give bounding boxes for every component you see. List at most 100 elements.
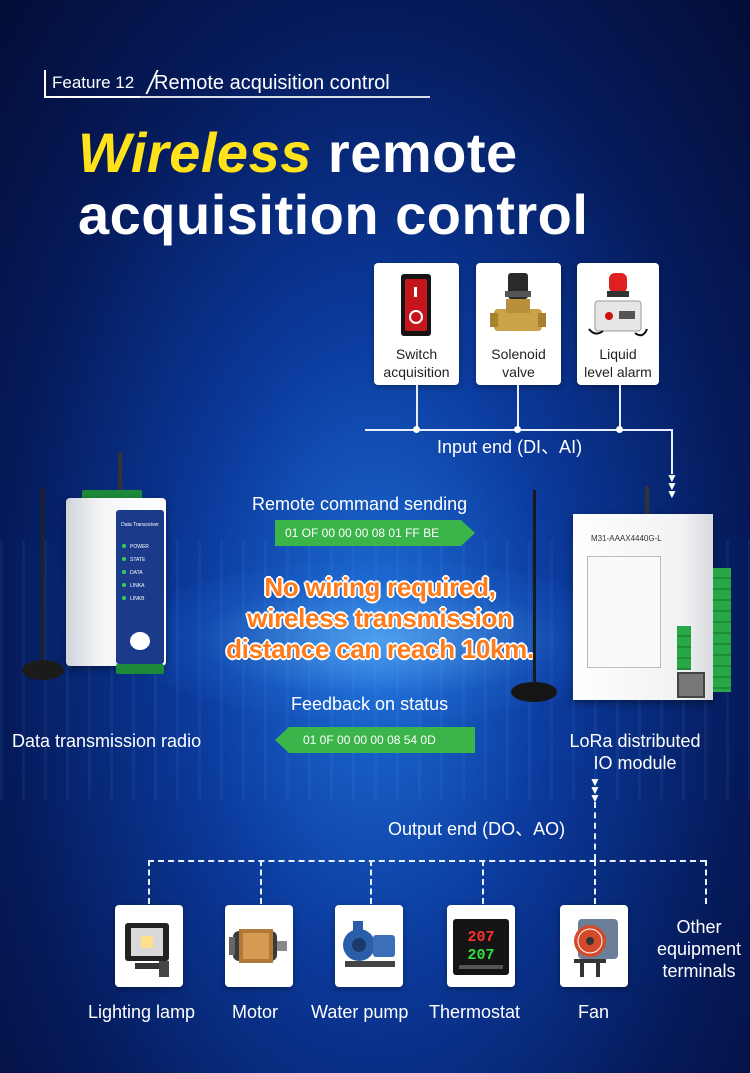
thermostat-display-top: 207 xyxy=(467,929,494,946)
input-card-label-2: valve xyxy=(502,364,535,380)
output-label-thermostat: Thermostat xyxy=(429,1002,521,1022)
output-label-fan: Fan xyxy=(578,1002,610,1022)
output-label-pump: Water pump xyxy=(311,1002,409,1022)
radio-leds: POWER STATE DATA LINKA LINKB xyxy=(122,544,149,609)
output-drop-line xyxy=(260,860,262,904)
io-caption-line: LoRa distributed xyxy=(569,731,701,751)
flood-lamp-icon xyxy=(125,923,169,977)
output-drop-line xyxy=(148,860,150,904)
output-trunk-line xyxy=(594,802,596,860)
other-terminals-label: Other equipment terminals xyxy=(648,916,750,982)
output-card-thermostat: 207 207 xyxy=(447,905,515,987)
led-label: POWER xyxy=(130,544,149,550)
radio-device-name: Data Transceiver xyxy=(121,522,159,528)
headline-line-1: Wireless remote xyxy=(78,122,588,184)
radio-panel: Data Transceiver POWER STATE DATA LINKA … xyxy=(116,510,164,664)
junction-dot xyxy=(616,426,623,433)
input-drop-line xyxy=(619,385,621,430)
terminal-block xyxy=(677,626,691,670)
led-indicator: DATA xyxy=(122,570,149,583)
input-card-label-2: level alarm xyxy=(584,364,652,380)
antenna-icon xyxy=(533,490,536,690)
antenna-base xyxy=(22,660,64,680)
liquid-level-alarm-icon xyxy=(588,273,648,337)
led-indicator: LINKA xyxy=(122,583,149,596)
input-to-module-line xyxy=(671,429,673,474)
output-card-motor xyxy=(225,905,293,987)
led-indicator: STATE xyxy=(122,557,149,570)
feature-number: Feature 12 xyxy=(44,70,141,98)
command-label: Remote command sending xyxy=(252,494,468,514)
output-label-lamp: Lighting lamp xyxy=(88,1002,196,1022)
output-card-fan xyxy=(560,905,628,987)
output-drop-line xyxy=(705,860,707,904)
din-rail-clip xyxy=(116,664,164,674)
antenna-icon xyxy=(41,488,44,668)
ethernet-port-icon xyxy=(677,672,705,698)
solenoid-valve-icon xyxy=(490,273,546,331)
input-card-switch: Switch acquisition xyxy=(374,263,459,385)
headline-rest: remote xyxy=(327,121,518,184)
other-line: Other xyxy=(676,917,722,937)
headline-accent: Wireless xyxy=(78,121,312,184)
input-card-label-1: Switch xyxy=(395,346,438,362)
led-label: LINKA xyxy=(130,583,145,589)
feature-tag: Feature 12 Remote acquisition control xyxy=(44,66,430,100)
output-drop-line xyxy=(594,860,596,904)
led-label: DATA xyxy=(130,570,143,576)
output-end-label: Output end (DO、AO) xyxy=(388,819,566,839)
io-module-diagram xyxy=(587,556,661,668)
output-drop-line xyxy=(482,860,484,904)
water-pump-icon xyxy=(343,921,395,967)
robot-logo-icon xyxy=(130,632,150,650)
input-end-label: Input end (DI、AI) xyxy=(437,437,583,457)
message-line: No wiring required, xyxy=(264,572,496,602)
io-module-caption: LoRa distributed IO module xyxy=(555,730,715,774)
arrow-left-icon xyxy=(275,727,475,753)
headline-line-2: acquisition control xyxy=(78,183,589,246)
io-module: M31-AAAX4440G-L xyxy=(505,480,745,720)
io-module-model: M31-AAAX4440G-L xyxy=(591,534,662,543)
wireless-message: No wiring required, wireless transmissio… xyxy=(180,572,580,665)
io-caption-line: IO module xyxy=(593,753,677,773)
led-indicator: POWER xyxy=(122,544,149,557)
led-label: STATE xyxy=(130,557,146,563)
radio-caption: Data transmission radio xyxy=(12,731,202,751)
message-line: distance can reach 10km. xyxy=(226,634,534,664)
output-drop-line xyxy=(370,860,372,904)
headline: Wireless remote acquisition control xyxy=(78,122,588,246)
output-card-lamp xyxy=(115,905,183,987)
arrow-right-icon xyxy=(275,520,475,546)
thermostat-display-bottom: 207 xyxy=(467,947,494,964)
io-module-body: M31-AAAX4440G-L xyxy=(573,514,713,700)
motor-icon xyxy=(229,929,287,963)
input-card-alarm: Liquid level alarm xyxy=(577,263,659,385)
feedback-arrow: 01 0F 00 00 00 08 54 0D xyxy=(275,727,475,753)
junction-dot xyxy=(413,426,420,433)
rocker-switch-icon xyxy=(401,274,431,336)
chevron-down-icon: ▼▼▼ xyxy=(589,775,601,805)
feedback-hex: 01 0F 00 00 00 08 54 0D xyxy=(303,733,436,747)
output-bus-line xyxy=(148,860,706,862)
antenna-icon xyxy=(118,452,122,494)
input-card-label-2: acquisition xyxy=(383,364,450,380)
feature-title: Remote acquisition control xyxy=(154,72,390,94)
terminal-block xyxy=(713,568,731,692)
antenna-icon xyxy=(645,486,649,516)
radio-device: Data Transceiver POWER STATE DATA LINKA … xyxy=(20,450,180,700)
command-hex: 01 OF 00 00 00 08 01 FF BE xyxy=(285,526,440,540)
input-drop-line xyxy=(517,385,519,430)
message-line: wireless transmission xyxy=(247,603,513,633)
fan-icon xyxy=(574,919,618,977)
other-line: terminals xyxy=(662,961,736,981)
output-card-pump xyxy=(335,905,403,987)
command-arrow: 01 OF 00 00 00 08 01 FF BE xyxy=(275,520,475,546)
output-label-motor: Motor xyxy=(232,1002,279,1022)
feedback-label: Feedback on status xyxy=(291,694,449,714)
thermostat-icon: 207 207 xyxy=(453,919,509,975)
input-card-label-1: Solenoid xyxy=(491,346,546,362)
input-card-label-1: Liquid xyxy=(599,346,637,362)
led-indicator: LINKB xyxy=(122,596,149,609)
feature-underline xyxy=(136,96,430,98)
